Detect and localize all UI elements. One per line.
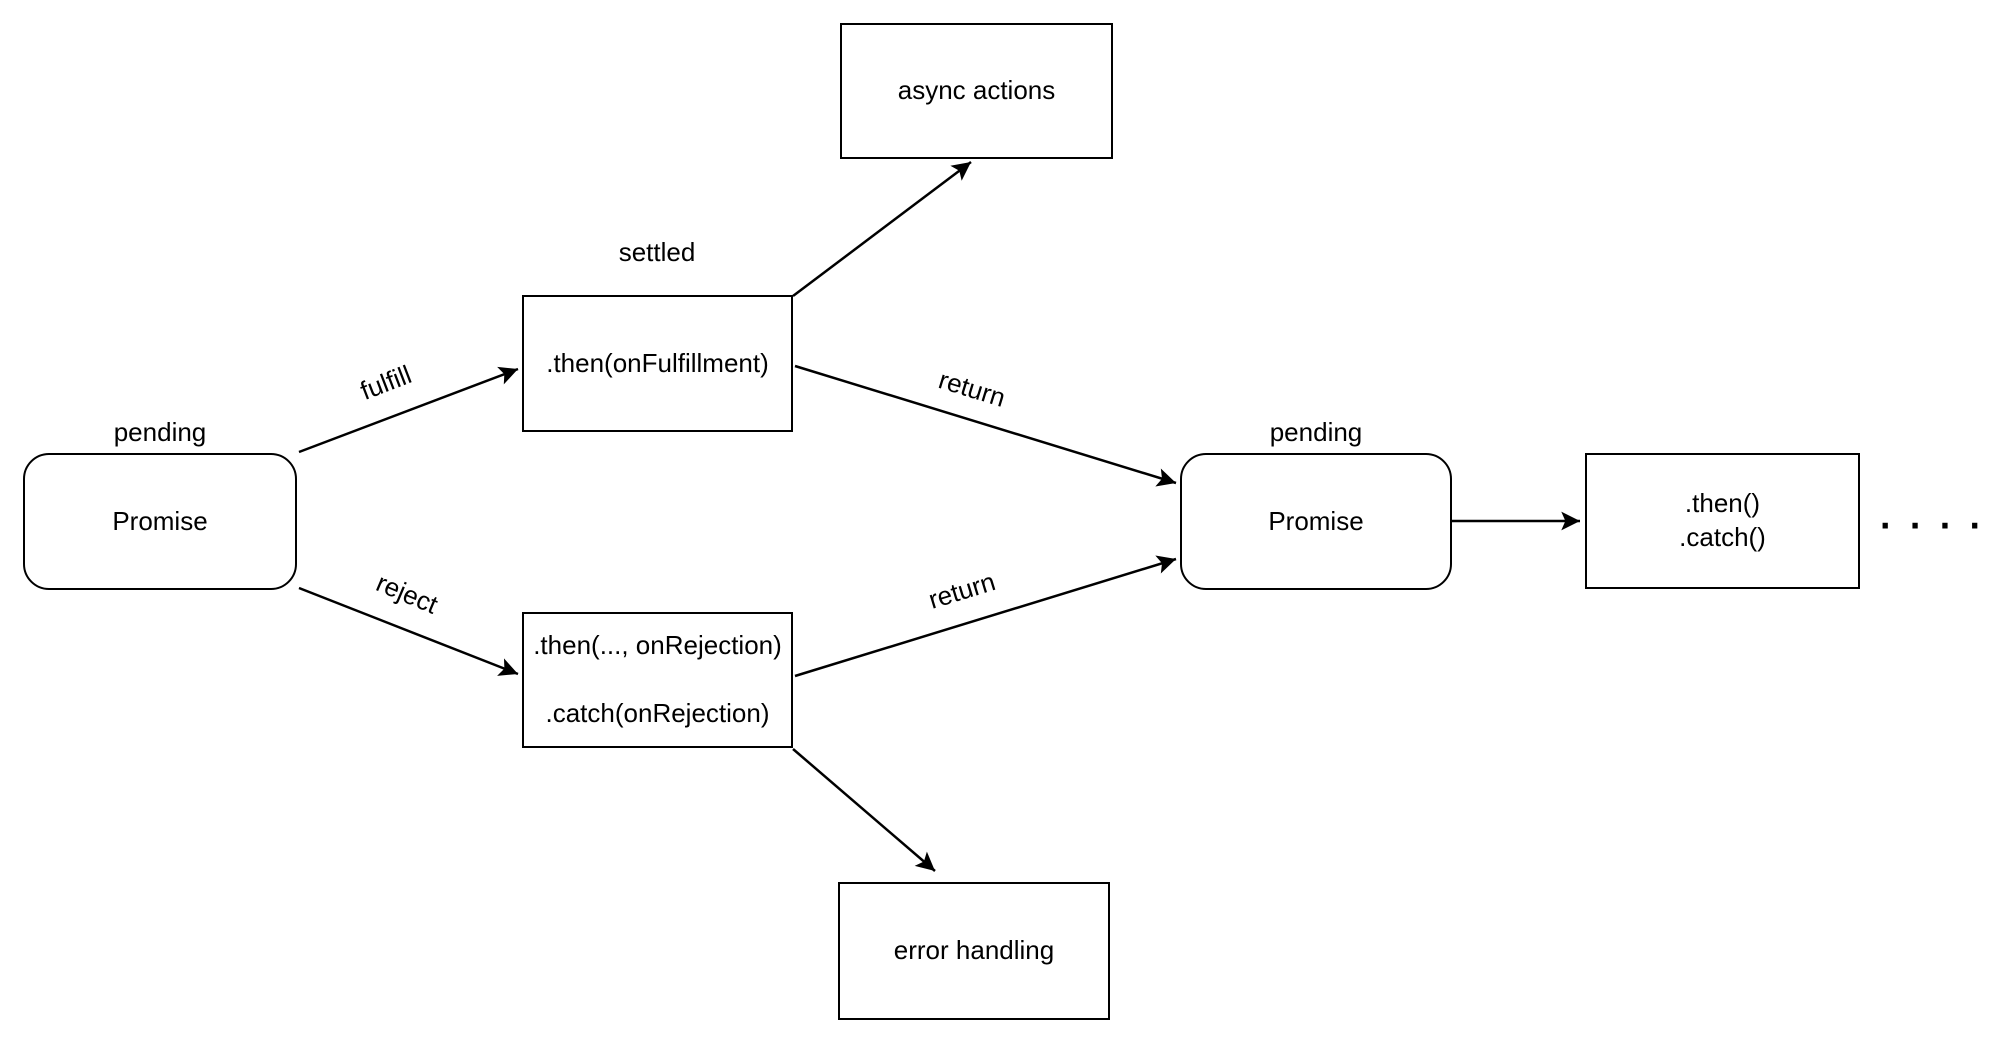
node-promise-2-label: Promise (1268, 505, 1364, 536)
continuation-dots: . . . . (1879, 501, 1985, 537)
edge-async-actions-arrow (792, 161, 972, 297)
state-label-pending-1: pending (113, 417, 207, 447)
node-error-handling-label: error handling (893, 935, 1055, 966)
node-async-actions: async actions (840, 23, 1113, 159)
edge-error-handling-arrow (792, 748, 936, 872)
node-promise-1: Promise (23, 453, 297, 590)
edge-return-top-arrow (794, 364, 1177, 487)
node-rejection-handlers-line2: .catch(onRejection) (545, 698, 770, 728)
node-async-actions-label: async actions (897, 75, 1056, 106)
node-chain-handlers-line1: .then() (1684, 488, 1761, 519)
edge-return-bottom-arrow (794, 555, 1177, 678)
state-label-pending-2: pending (1269, 417, 1363, 447)
node-rejection-handlers-line1: .then(..., onRejection) (533, 630, 782, 661)
node-chain-handlers: .then() .catch() (1585, 453, 1860, 589)
state-label-settled: settled (618, 237, 696, 267)
node-promise-2: Promise (1180, 453, 1452, 590)
node-chain-handlers-line2: .catch() (1679, 522, 1766, 552)
node-then-onfulfillment: .then(onFulfillment) (522, 295, 793, 432)
node-rejection-handlers: .then(..., onRejection) .catch(onRejecti… (522, 612, 793, 748)
node-promise-1-label: Promise (112, 505, 208, 536)
node-error-handling: error handling (838, 882, 1110, 1020)
node-then-onfulfillment-label: .then(onFulfillment) (546, 347, 769, 378)
edge-reject-arrow (298, 586, 519, 676)
edge-fulfill-arrow (298, 366, 519, 454)
